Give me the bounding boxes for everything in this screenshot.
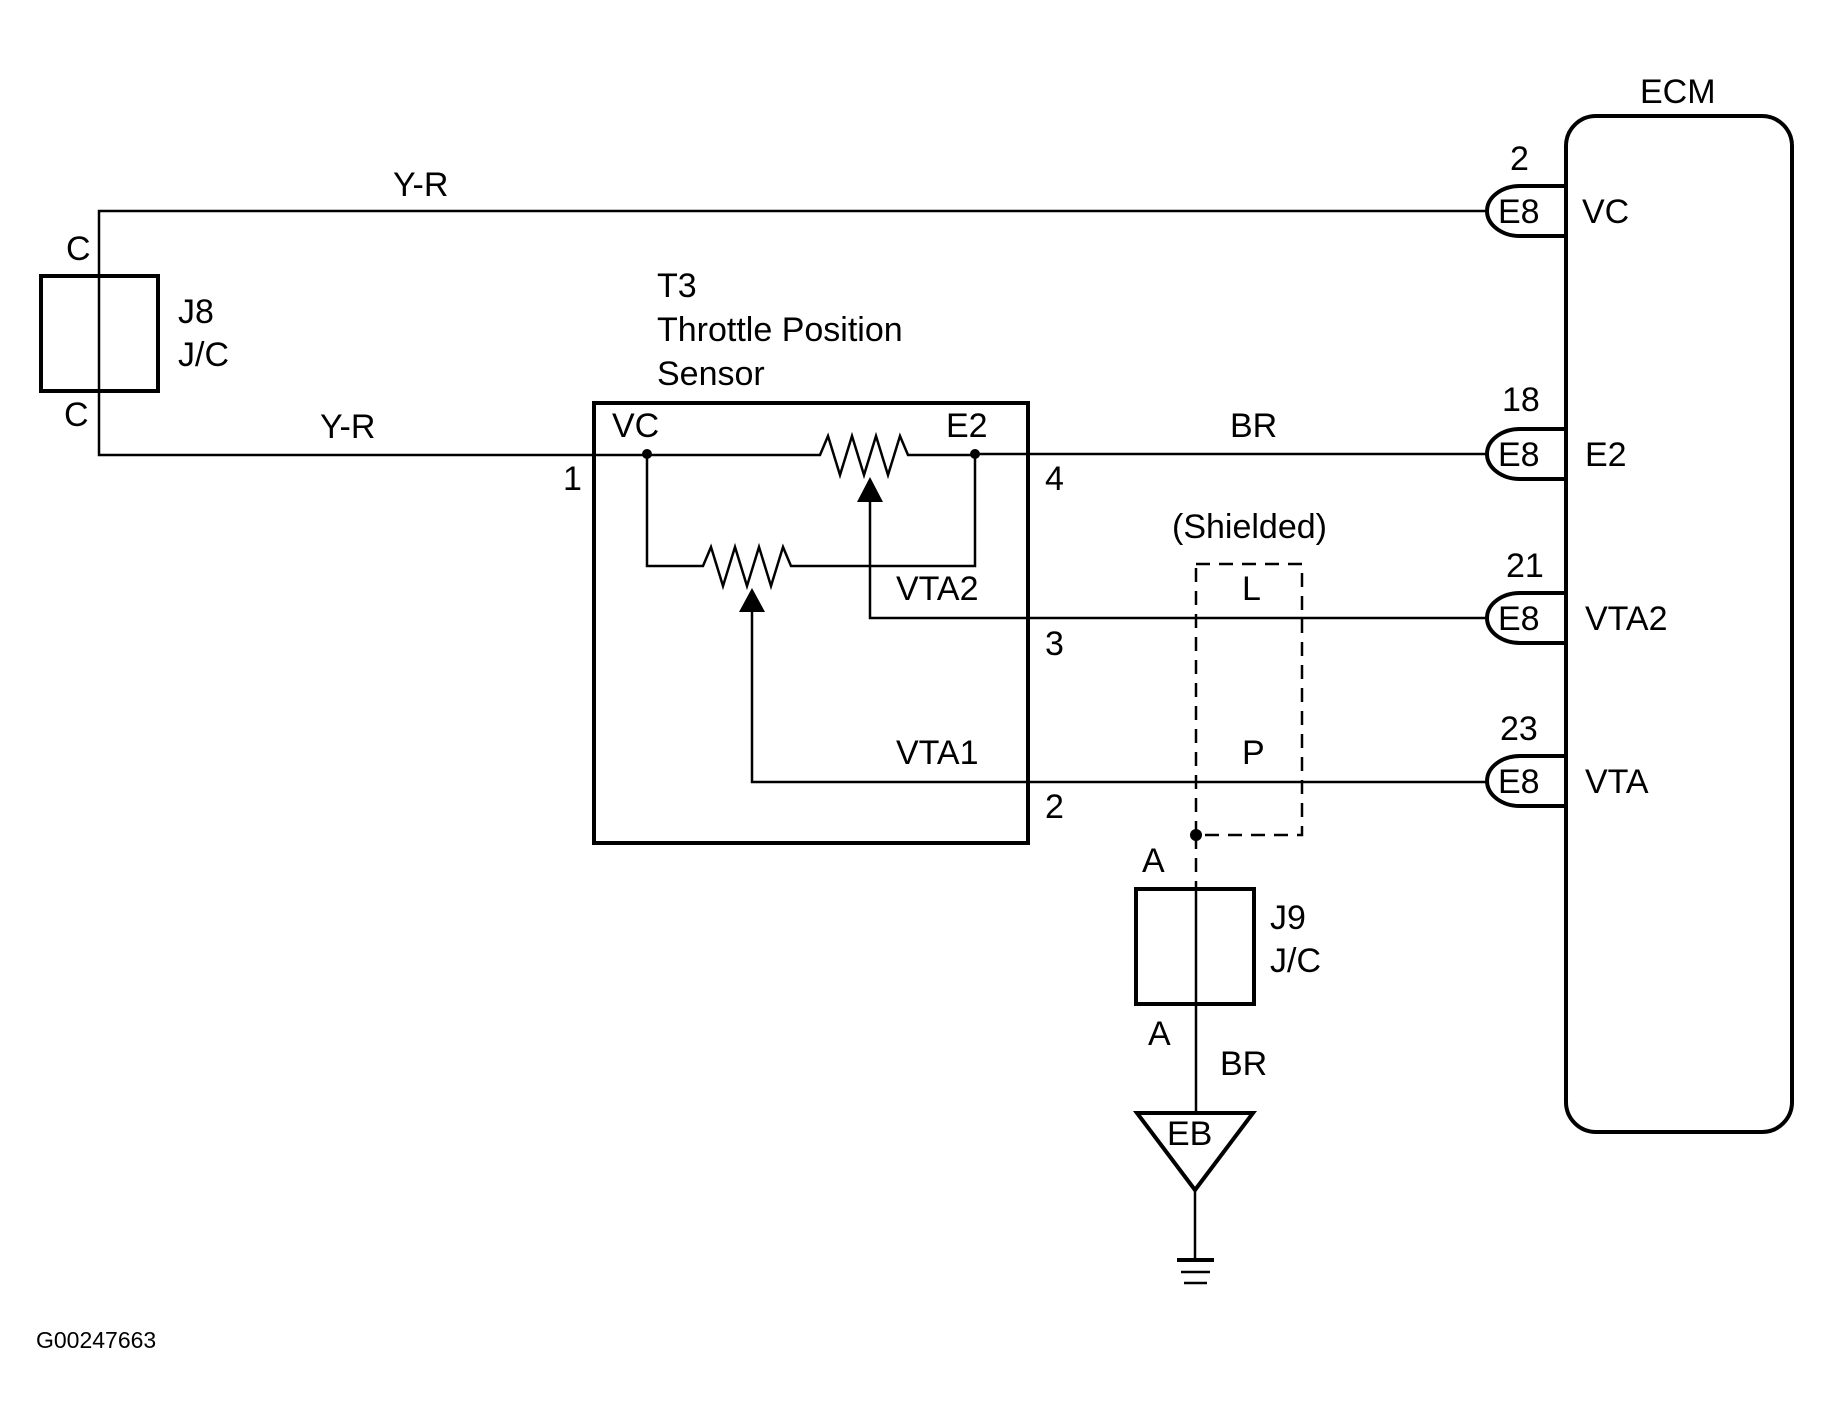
ecm-pin-number: 18 <box>1502 381 1540 419</box>
j8-type: J/C <box>178 336 229 374</box>
vta1-wiper-arrow <box>739 588 765 612</box>
ecm-title: ECM <box>1640 73 1716 111</box>
ecm-pin-vc: 2 E8 VC <box>1485 140 1629 238</box>
ecm-pin-number: 23 <box>1500 710 1538 748</box>
sensor-id: T3 <box>657 267 697 305</box>
j9-id: J9 <box>1270 899 1306 937</box>
ecm-pin-signal: E2 <box>1585 436 1627 474</box>
upper-resistor <box>647 431 975 480</box>
ecm-pin-connector: E8 <box>1498 436 1540 474</box>
wire-vta2 <box>868 502 1487 620</box>
sensor-terminal-vc: VC <box>612 407 659 445</box>
wire-color-vta2: L <box>1242 570 1261 608</box>
j9-bottom-pin: A <box>1148 1015 1171 1053</box>
sensor-pin-3: 3 <box>1045 625 1064 663</box>
j8-id: J8 <box>178 293 214 331</box>
sensor-terminal-e2: E2 <box>946 407 988 445</box>
sensor-pin-4: 4 <box>1045 460 1064 498</box>
ecm-pin-number: 2 <box>1510 140 1529 178</box>
j9-top-pin: A <box>1142 842 1165 880</box>
wire-color-vc-ecm: Y-R <box>393 166 448 204</box>
ecm-pin-connector: E8 <box>1498 763 1540 801</box>
sensor-terminal-vta2: VTA2 <box>896 570 979 608</box>
figure-id: G00247663 <box>36 1327 156 1353</box>
sensor-pin-2: 2 <box>1045 788 1064 826</box>
sensor-pin-1: 1 <box>563 460 582 498</box>
j9-type: J/C <box>1270 942 1321 980</box>
ecm-pin-signal: VC <box>1582 193 1629 231</box>
wire-color-e2: BR <box>1230 407 1277 445</box>
ground-point-label: EB <box>1167 1115 1212 1153</box>
vta2-wiper-arrow <box>857 477 883 502</box>
j8-top-pin: C <box>66 230 91 268</box>
wire-vta1 <box>750 612 1487 784</box>
sensor-box <box>592 401 1030 845</box>
wire-color-vc-sensor: Y-R <box>320 408 375 446</box>
ecm-pin-number: 21 <box>1506 547 1544 585</box>
ground-point-triangle <box>1132 1111 1258 1194</box>
ecm-pin-e2: 18 E8 E2 <box>1485 381 1627 481</box>
lower-resistor <box>645 454 977 591</box>
earth-ground-icon <box>1177 1258 1214 1285</box>
wire-color-ground: BR <box>1220 1045 1267 1083</box>
wire-vc-sensor <box>97 391 647 457</box>
shield-label: (Shielded) <box>1172 508 1327 546</box>
ecm-box <box>1564 114 1794 1134</box>
ecm-pin-signal: VTA2 <box>1585 600 1668 638</box>
sensor-terminal-vta1: VTA1 <box>896 734 979 772</box>
ecm-pin-vta2: 21 E8 VTA2 <box>1485 547 1668 645</box>
shield-box <box>1194 562 1304 837</box>
ecm-pin-signal: VTA <box>1585 763 1649 801</box>
sensor-name-line1: Throttle Position <box>657 311 903 349</box>
ecm-pin-vta: 23 E8 VTA <box>1485 710 1649 808</box>
wire-vc-ecm <box>97 209 1487 275</box>
ecm-pin-connector: E8 <box>1498 193 1540 231</box>
ecm-pin-connector: E8 <box>1498 600 1540 638</box>
j8-bottom-pin: C <box>64 396 89 434</box>
sensor-name-line2: Sensor <box>657 355 765 393</box>
wire-color-vta1: P <box>1242 734 1265 772</box>
